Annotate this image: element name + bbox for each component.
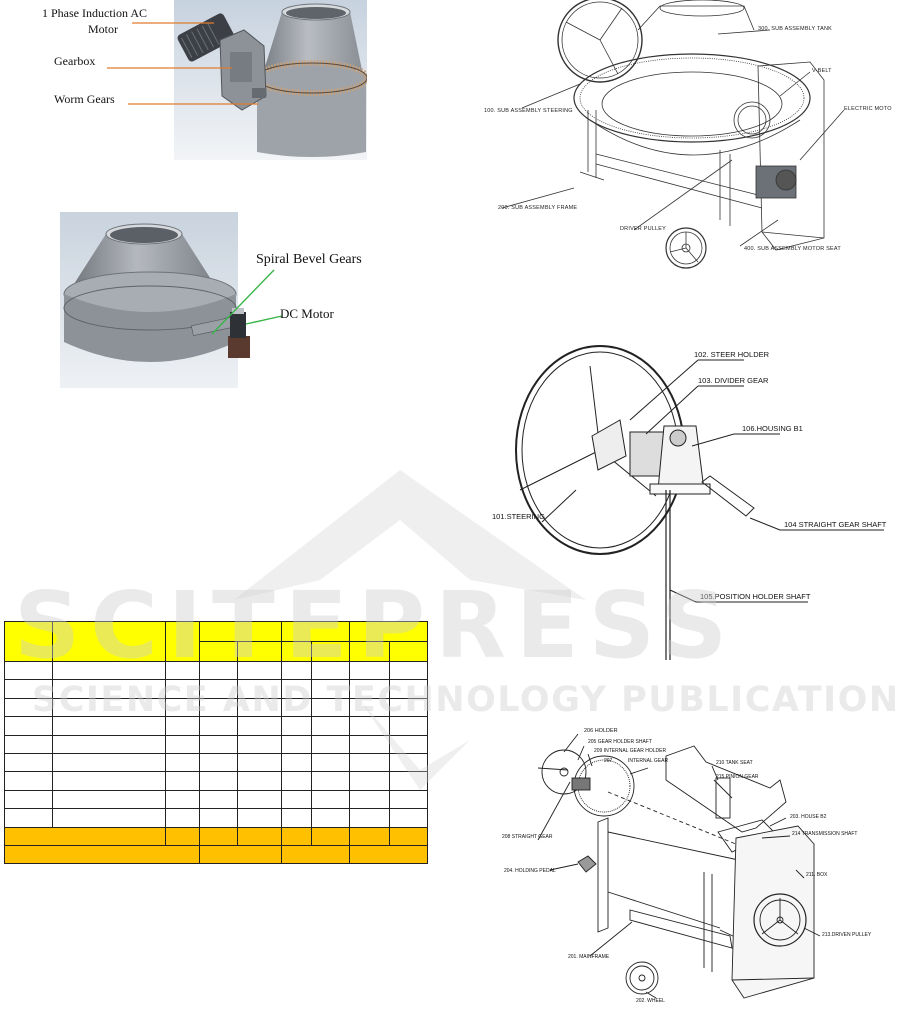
steering-drawing	[515, 345, 884, 660]
table-header-cell	[281, 621, 350, 642]
label-gearbox: Gearbox	[54, 54, 96, 68]
table-header-cell	[165, 621, 200, 662]
label-divider-gear: 103. DIVIDER GEAR	[698, 376, 769, 385]
figure-frame: 206 HOLDER 205 GEAR HOLDER SHAFT 209 INT…	[480, 722, 901, 1011]
label-dc-motor: DC Motor	[280, 306, 334, 321]
table-header-row	[4, 621, 428, 662]
label-pinion-gear: 215 PINION GEAR	[716, 774, 759, 780]
table-row	[4, 808, 428, 828]
label-ac-motor-line2: Motor	[88, 22, 118, 36]
label-sub-assembly-tank: 300. SUB ASSEMBLY TANK	[758, 26, 832, 32]
table-grand-total-row	[4, 844, 428, 864]
table-header-cell	[199, 641, 238, 662]
table-header-cell	[349, 641, 390, 662]
label-holding-pedal: 204. HOLDING PEDAL	[504, 868, 556, 874]
label-mainframe: 201. MAINFRAME	[568, 954, 610, 960]
frame-drawing	[537, 733, 821, 999]
table-row	[4, 697, 428, 718]
cost-table	[4, 621, 428, 864]
label-electric-motor: ELECTRIC MOTO	[844, 106, 892, 112]
label-worm-gears: Worm Gears	[54, 92, 115, 106]
label-steer-holder: 102. STEER HOLDER	[694, 350, 770, 359]
figure-ac-motor-illustration	[107, 0, 367, 160]
label-transmission-shaft: 214 TRANSMISSION SHAFT	[792, 831, 858, 837]
label-spiral-bevel-gears: Spiral Bevel Gears	[256, 252, 362, 267]
label-position-holder-shaft: 105.POSITION HOLDER SHAFT	[700, 592, 811, 601]
table-total-row	[4, 826, 428, 846]
table-row	[4, 716, 428, 736]
figure-assembly: 300. SUB ASSEMBLY TANK 100. SUB ASSEMBLY…	[480, 0, 901, 272]
label-wheel: 202. WHEEL	[636, 998, 665, 1004]
table-header-cell	[389, 641, 428, 662]
table-header-cell	[52, 621, 166, 662]
label-ac-motor-line1: 1 Phase Induction AC	[42, 6, 147, 20]
table-header-cell	[311, 641, 350, 662]
table-header-cell	[349, 621, 428, 642]
label-internal-gear-holder: 209 INTERNAL GEAR HOLDER	[594, 748, 667, 754]
table-row	[4, 679, 428, 699]
figure-ac-motor: 1 Phase Induction AC Motor Gearbox Worm …	[32, 0, 367, 160]
table-subheader-row	[5, 641, 428, 662]
table-row	[4, 734, 428, 754]
label-internal-gear: INTERNAL GEAR	[628, 758, 669, 764]
figure-dc-motor-illustration	[60, 212, 283, 388]
figure-dc-motor: Spiral Bevel Gears DC Motor	[60, 212, 380, 388]
table-row	[4, 752, 428, 773]
table-header-cell	[4, 621, 53, 662]
label-sub-assembly-motor-seat: 400. SUB ASSEMBLY MOTOR SEAT	[744, 246, 841, 252]
table-header-cell	[281, 641, 312, 662]
label-holder: 206 HOLDER	[584, 728, 618, 734]
label-v-belt: V-BELT	[812, 68, 832, 74]
table-row	[4, 660, 428, 681]
label-driver-pulley: DRIVER PULLEY	[620, 226, 667, 232]
label-box: 211. BOX	[806, 872, 828, 878]
label-steering: 101.STEERING	[492, 512, 545, 521]
label-house-b2: 203. HOUSE B2	[790, 814, 827, 820]
label-internal-gear-number: 207	[604, 758, 613, 764]
label-sub-assembly-steering: 100. SUB ASSEMBLY STEERING	[484, 108, 573, 114]
label-straight-gear: 208 STRAIGHT GEAR	[502, 834, 553, 840]
table-header-cell	[199, 621, 282, 642]
label-straight-gear-shaft: 104 STRAIGHT GEAR SHAFT	[784, 520, 887, 529]
table-row	[4, 789, 428, 810]
label-driven-pulley: 213.DRIVEN PULLEY	[822, 932, 872, 938]
table-header-cell	[237, 641, 282, 662]
label-gear-holder-shaft: 205 GEAR HOLDER SHAFT	[588, 739, 652, 745]
table-row	[4, 771, 428, 791]
figure-steering: 102. STEER HOLDER 103. DIVIDER GEAR 106.…	[480, 340, 901, 665]
label-housing-b1: 106.HOUSING B1	[742, 424, 803, 433]
label-sub-assembly-frame: 200. SUB ASSEMBLY FRAME	[498, 205, 578, 211]
assembly-drawing	[501, 0, 845, 269]
label-tank-seat: 210 TANK SEAT	[716, 760, 753, 766]
